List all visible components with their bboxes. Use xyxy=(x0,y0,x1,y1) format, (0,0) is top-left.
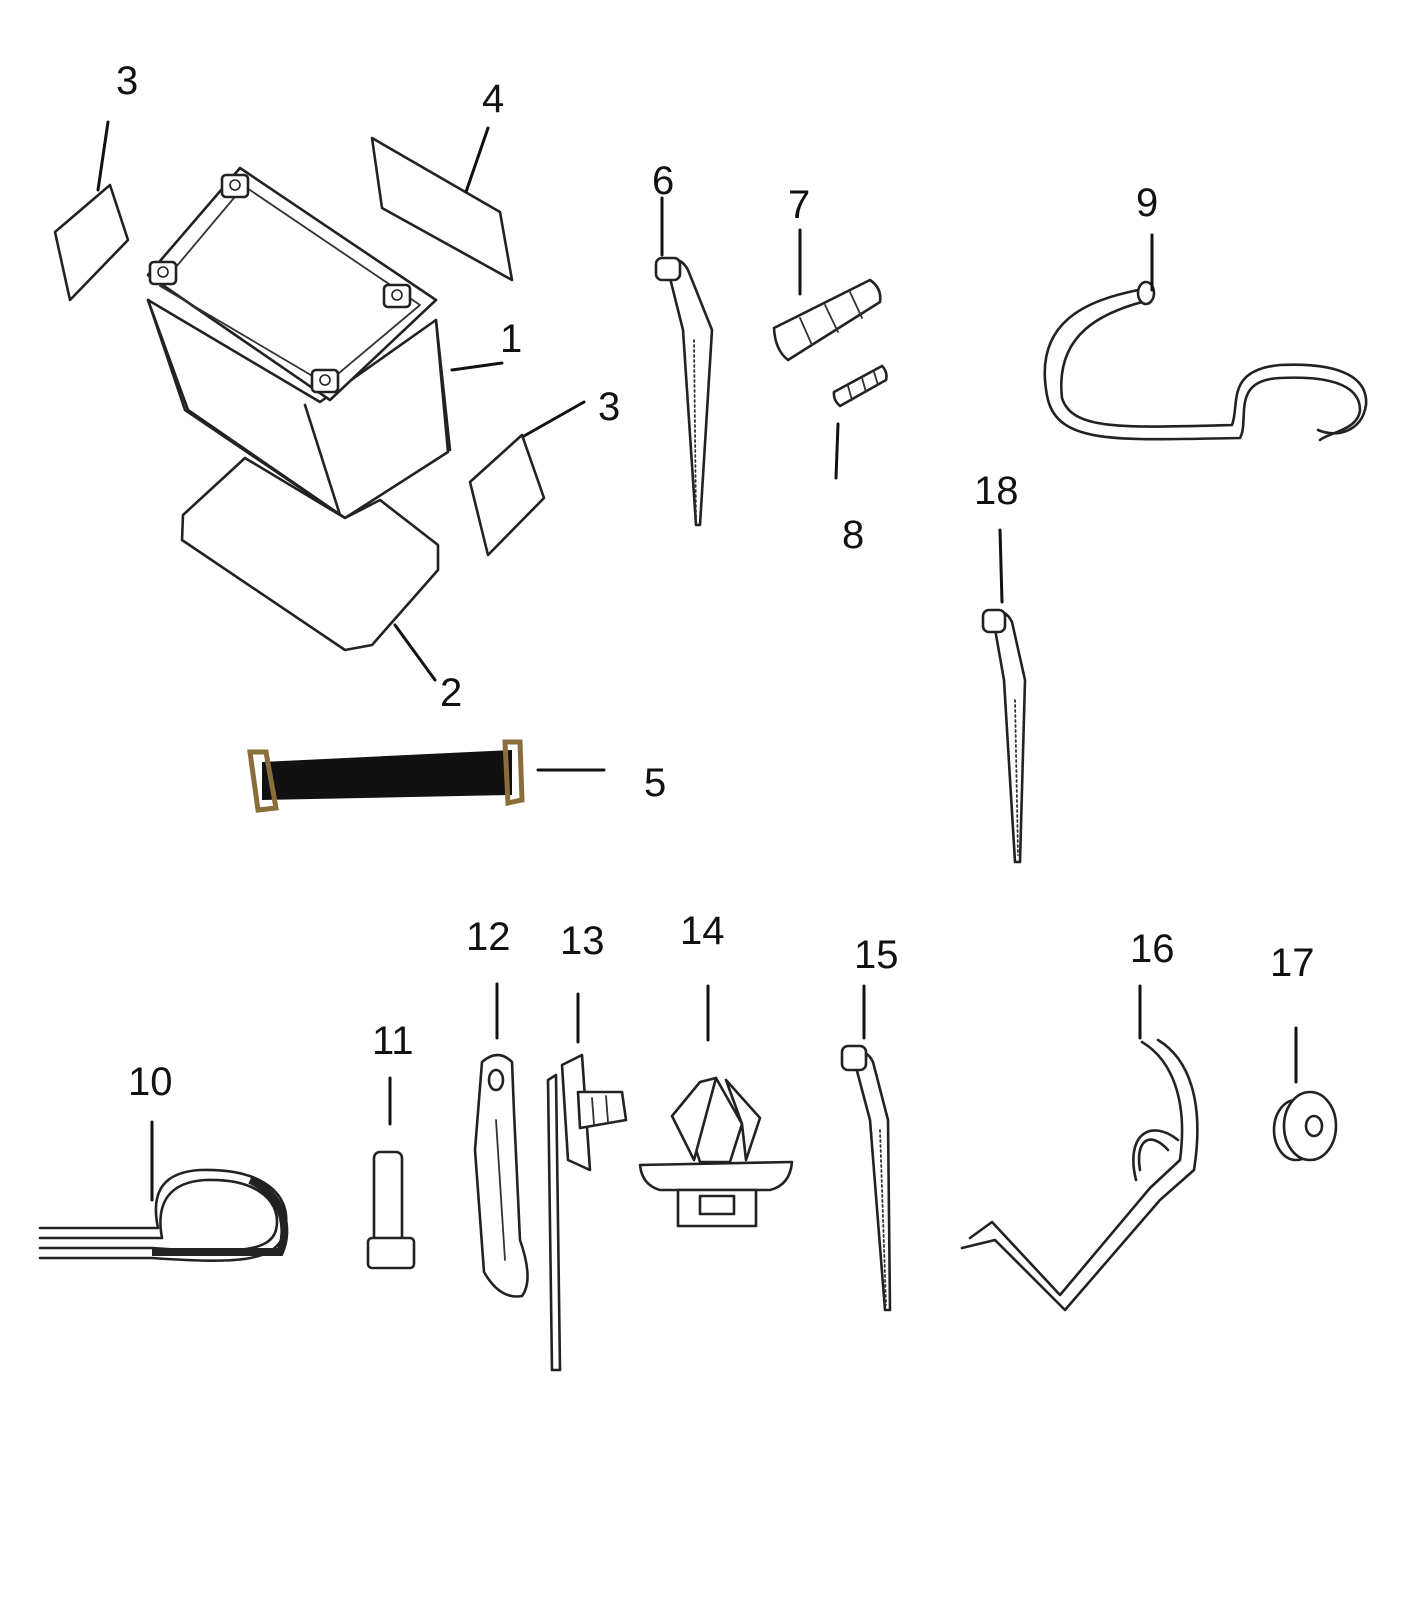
callout-sleeve-small: 8 xyxy=(842,513,864,557)
callout-push-rivet: 14 xyxy=(680,909,725,953)
callout-cable-tie-c: 18 xyxy=(974,469,1019,513)
battery-strap-part xyxy=(247,739,525,813)
callout-push-clip-tie: 13 xyxy=(560,919,605,963)
sleeve-large-part xyxy=(772,278,882,362)
callout-bottom-pad: 2 xyxy=(440,671,462,715)
callout-side-pad-right: 3 xyxy=(598,385,620,429)
callout-wire-clamp: 10 xyxy=(128,1060,173,1104)
battery-part xyxy=(146,166,452,520)
bolt-part xyxy=(366,1150,416,1270)
side-pad-right-part xyxy=(468,433,546,557)
cable-tie-b-part xyxy=(840,1044,892,1312)
leader-lines xyxy=(96,120,1298,1202)
callout-sleeve-large: 7 xyxy=(788,183,810,227)
push-rivet-part xyxy=(638,1076,794,1228)
callout-vent-hose: 9 xyxy=(1136,181,1158,225)
callout-battery: 1 xyxy=(500,317,522,361)
callout-clip-holder: 12 xyxy=(466,915,511,959)
cable-tie-a-part xyxy=(654,256,714,527)
clip-holder-part xyxy=(473,1053,529,1298)
callout-grommet: 17 xyxy=(1270,941,1315,985)
bottom-pad-part xyxy=(180,456,440,652)
wire-bracket-part xyxy=(960,1038,1199,1312)
push-clip-tie-part xyxy=(546,1053,628,1372)
callout-bolt: 11 xyxy=(372,1019,414,1063)
callout-cable-tie-a: 6 xyxy=(652,159,674,203)
wire-clamp-part xyxy=(38,1168,289,1262)
callout-top-pad: 4 xyxy=(482,77,504,121)
vent-hose-part xyxy=(1043,280,1368,442)
callout-battery-strap: 5 xyxy=(644,761,666,805)
callout-cable-tie-b: 15 xyxy=(854,933,899,977)
callout-wire-bracket: 16 xyxy=(1130,927,1175,971)
cable-tie-c-part xyxy=(981,608,1027,864)
callout-labels: 1 2 3 4 3 5 6 7 8 9 10 11 12 13 14 15 16… xyxy=(116,59,1315,1104)
top-pad-part xyxy=(370,136,514,282)
side-pad-left-part xyxy=(53,183,130,302)
sleeve-small-part xyxy=(832,364,888,408)
grommet-part xyxy=(1272,1090,1338,1162)
callout-side-pad-left: 3 xyxy=(116,59,138,103)
